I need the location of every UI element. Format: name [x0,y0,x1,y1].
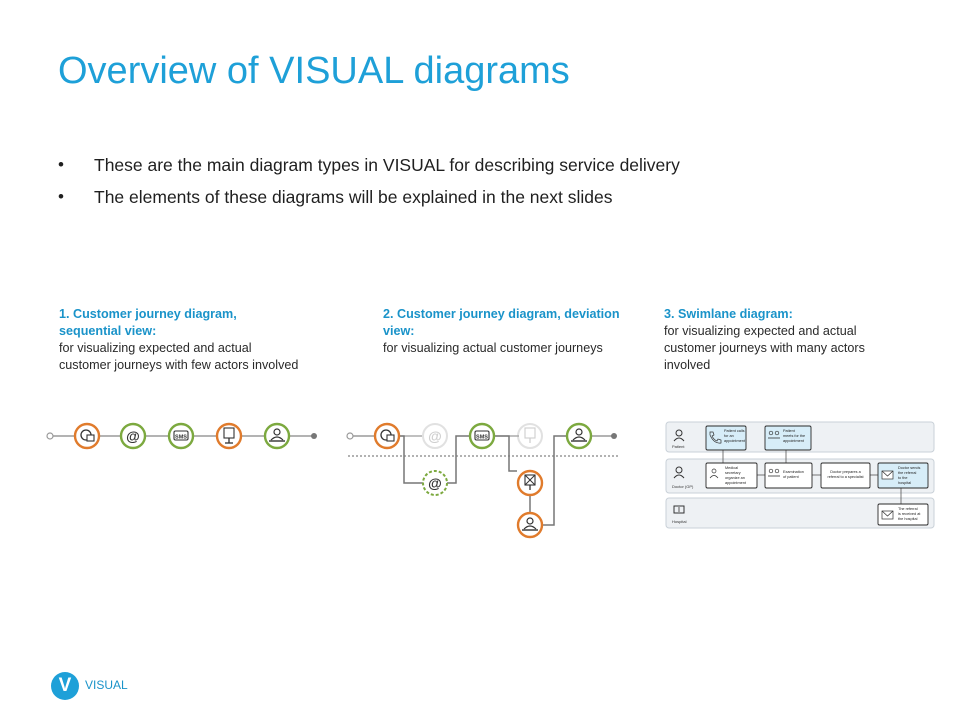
visual-logo: V [51,672,79,700]
lane-label: Doctor (GP) [672,484,694,489]
computer-icon [73,422,101,450]
caption-description: for visualizing expected and actual cust… [664,324,865,372]
swimlane-box: The referral is received at the hospital [877,503,929,526]
svg-text:SMS: SMS [476,435,488,441]
meeting-icon [768,430,780,439]
at-icon: @ [119,422,147,450]
counter-person-icon [565,422,593,450]
svg-text:@: @ [428,428,442,444]
bullet-list: These are the main diagram types in VISU… [58,155,680,219]
counter-person-icon [263,422,291,450]
lane-label: Patient [672,444,685,449]
box-line: appointment [725,481,747,485]
box-line: for an [724,434,734,438]
box-line: Medical [725,466,738,470]
box-line: Patient calls [724,429,745,433]
swimlane-box: Doctor prepares a referral to a speciali… [820,462,871,489]
logo-letter: V [58,675,72,696]
svg-text:@: @ [126,428,140,444]
box-line: The referral [898,507,918,511]
footer-brand: VISUAL [85,678,128,692]
person-icon [709,468,719,479]
caption-description: for visualizing expected and actual cust… [59,341,299,372]
box-line: hospital [898,481,911,485]
box-line: appointment [783,439,805,443]
diagram-caption-sequential: 1. Customer journey diagram, sequential … [59,306,299,374]
box-line: is received at [898,512,921,516]
kiosk-icon-deviation [516,469,544,497]
swimlane-diagram: Patient Doctor (GP) Hospital Patient cal… [665,421,935,529]
box-line: Doctor sends [898,466,920,470]
box-line: to the [898,476,908,480]
at-icon-faded: @ [422,423,448,449]
phone-icon [709,431,722,444]
box-line: Patient [783,429,796,433]
svg-text:SMS: SMS [175,435,187,441]
meeting-icon [768,468,780,477]
caption-title: 3. Swimlane diagram: [664,307,793,321]
swimlane-box: Medical secretary organize an appointmen… [705,462,758,489]
swimlane-box: Patient meets for the appointment [764,425,812,451]
kiosk-icon-faded [517,423,543,449]
sms-icon: SMS [468,422,496,450]
deviation-journey-diagram: @ SMS @ [346,422,620,539]
lane-label: Hospital [672,519,687,524]
swimlane-box: Doctor sends the referral to the hospita… [877,462,929,489]
caption-title: 1. Customer journey diagram, sequential … [59,307,237,338]
bullet-item: These are the main diagram types in VISU… [58,155,680,175]
counter-person-icon-deviation [516,511,544,539]
box-line: Examination [783,470,804,474]
caption-title: 2. Customer journey diagram, deviation v… [383,307,620,338]
computer-icon [373,422,401,450]
svg-text:@: @ [428,475,442,491]
slide-title: Overview of VISUAL diagrams [58,50,570,92]
mail-icon [881,510,894,520]
kiosk-icon [215,422,243,450]
diagram-caption-deviation: 2. Customer journey diagram, deviation v… [383,306,623,357]
sms-icon: SMS [167,422,195,450]
hospital-icon [673,505,685,514]
swimlane-box: Patient calls for an appointment [705,425,747,451]
box-line: referral to a specialist [827,475,864,479]
box-line: meets for the [783,434,805,438]
box-line: of patient [783,475,800,479]
caption-description: for visualizing actual customer journeys [383,341,603,355]
diagram-caption-swimlane: 3. Swimlane diagram: for visualizing exp… [664,306,904,374]
swimlane-box: Examination of patient [764,462,813,489]
box-line: organize an [725,476,745,480]
at-icon-deviation: @ [422,470,448,496]
box-line: the hospital [898,517,918,521]
box-line: secretary [725,471,741,475]
mail-icon [881,470,894,480]
box-line: the referral [898,471,917,475]
doctor-icon [673,466,685,479]
box-line: Doctor prepares a [830,470,861,474]
sequential-journey-diagram: @ SMS [46,422,317,450]
lane-hospital: Hospital [665,497,935,529]
person-icon [673,429,685,442]
box-line: appointment [724,439,746,443]
bullet-item: The elements of these diagrams will be e… [58,187,680,207]
